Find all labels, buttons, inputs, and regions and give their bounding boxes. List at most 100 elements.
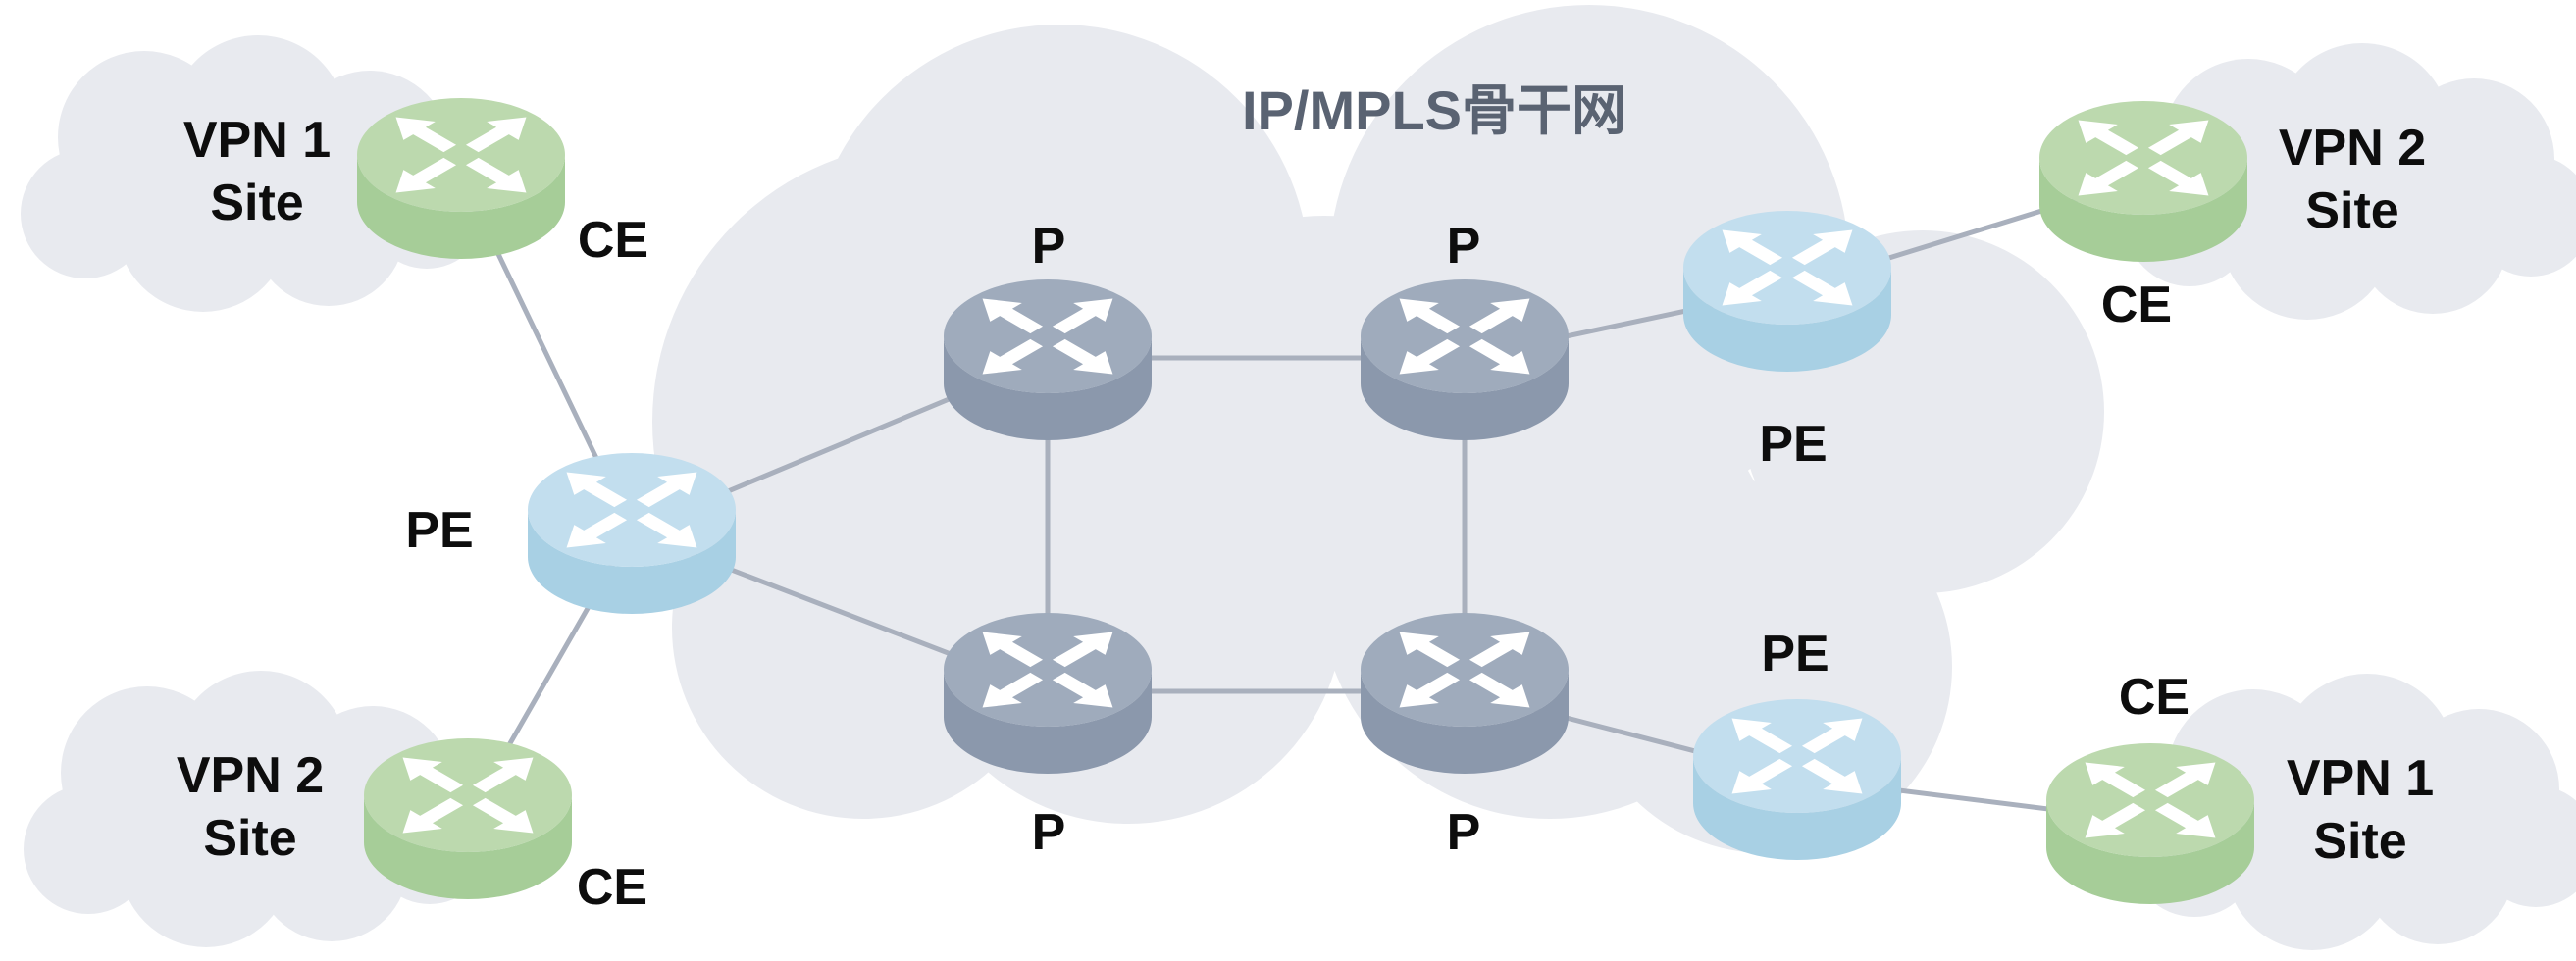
router-arrow xyxy=(1468,338,1530,375)
router-p-top-right xyxy=(1361,279,1569,440)
router-arrow xyxy=(636,472,697,508)
router-p-bottom-left xyxy=(944,613,1152,774)
label-p-top-left: P xyxy=(1032,218,1066,275)
router-arrow xyxy=(1399,298,1461,334)
router-pe-left xyxy=(528,453,736,614)
router-arrow xyxy=(2085,802,2146,838)
router-body xyxy=(1361,670,1569,774)
cloud-label-vpn2-site-top-right-line2: Site xyxy=(2305,182,2398,239)
router-arrow xyxy=(1722,229,1783,266)
router-arrows-icon xyxy=(402,757,534,834)
router-arrow xyxy=(1801,758,1863,794)
router-arrow xyxy=(1731,718,1793,754)
cloud-bump xyxy=(24,784,153,914)
router-top-face xyxy=(1683,211,1891,325)
router-arrows-icon xyxy=(982,298,1113,375)
cloud-label-vpn1-site-bottom-right-line2: Site xyxy=(2313,813,2406,870)
router-top-face xyxy=(528,453,736,567)
router-arrows-icon xyxy=(982,632,1113,708)
label-pe-left: PE xyxy=(405,502,473,559)
cloud-label-vpn2-site-bottom-left-line2: Site xyxy=(203,810,296,867)
label-pe-bottom-right: PE xyxy=(1761,626,1829,683)
router-ce-bottom-left xyxy=(364,738,572,899)
router-arrow xyxy=(2147,120,2209,156)
router-arrow xyxy=(1722,270,1783,306)
router-arrow xyxy=(395,157,457,193)
router-body xyxy=(1683,268,1891,372)
router-arrow xyxy=(472,797,534,834)
router-arrow xyxy=(465,117,527,153)
router-top-face xyxy=(1361,279,1569,393)
router-arrow xyxy=(1399,672,1461,708)
router-arrow xyxy=(2154,762,2216,798)
router-body xyxy=(364,795,572,899)
router-body xyxy=(944,336,1152,440)
router-arrow xyxy=(2078,120,2139,156)
cloud-vpn2-site-top-right xyxy=(2125,43,2576,320)
router-body xyxy=(1361,336,1569,440)
router-arrow xyxy=(2154,802,2216,838)
label-ce-bottom-left: CE xyxy=(577,859,647,916)
router-top-face xyxy=(2039,101,2247,215)
cloud-bump xyxy=(2356,161,2509,314)
router-arrow xyxy=(982,672,1044,708)
label-p-bottom-right: P xyxy=(1447,804,1481,861)
router-arrow xyxy=(636,512,697,548)
cloud-bump xyxy=(2361,791,2514,944)
router-body xyxy=(2039,158,2247,262)
router-arrow xyxy=(1468,672,1530,708)
router-arrow xyxy=(465,157,527,193)
router-arrow xyxy=(395,117,457,153)
cloud-label-vpn1-site-bottom-right-line1: VPN 1 xyxy=(2287,750,2434,807)
router-body xyxy=(528,510,736,614)
router-arrows-icon xyxy=(1399,298,1530,375)
router-arrow xyxy=(402,757,464,793)
label-ce-bottom-right: CE xyxy=(2119,669,2190,726)
router-arrows-icon xyxy=(566,472,697,548)
router-body xyxy=(2046,800,2254,904)
router-arrow xyxy=(1052,298,1113,334)
router-arrow xyxy=(2085,762,2146,798)
backbone-title: IP/MPLS骨干网 xyxy=(1242,79,1626,141)
router-top-face xyxy=(357,98,565,212)
router-arrows-icon xyxy=(1399,632,1530,708)
router-arrow xyxy=(1731,758,1793,794)
label-pe-top-right: PE xyxy=(1759,416,1827,473)
router-arrow xyxy=(982,338,1044,375)
cloud-bump xyxy=(21,149,150,278)
router-arrow xyxy=(472,757,534,793)
router-ce-top-left xyxy=(357,98,565,259)
cloud-bump xyxy=(2226,778,2398,950)
router-top-face xyxy=(364,738,572,852)
router-pe-bottom-right xyxy=(1693,699,1901,860)
router-arrows-icon xyxy=(1731,718,1863,794)
router-ce-top-right xyxy=(2039,101,2247,262)
routers-layer xyxy=(357,98,2254,904)
router-arrow xyxy=(1399,338,1461,375)
router-arrows-icon xyxy=(2085,762,2216,838)
router-body xyxy=(1693,756,1901,860)
router-arrow xyxy=(1801,718,1863,754)
router-arrow xyxy=(1791,229,1853,266)
router-p-bottom-right xyxy=(1361,613,1569,774)
router-top-face xyxy=(1361,613,1569,727)
router-p-top-left xyxy=(944,279,1152,440)
router-top-face xyxy=(944,613,1152,727)
label-p-top-right: P xyxy=(1447,218,1481,275)
router-arrows-icon xyxy=(395,117,527,193)
router-arrow xyxy=(1052,632,1113,668)
cloud-bump xyxy=(2475,785,2576,907)
router-ce-bottom-right xyxy=(2046,743,2254,904)
router-arrow xyxy=(566,472,628,508)
router-arrow xyxy=(1052,672,1113,708)
cloud-label-vpn1-site-top-left-line2: Site xyxy=(210,175,303,231)
router-arrows-icon xyxy=(1722,229,1853,306)
router-arrow xyxy=(1399,632,1461,668)
cloud-label-vpn1-site-top-left-line1: VPN 1 xyxy=(183,112,331,169)
cloud-label-vpn2-site-bottom-left-line1: VPN 2 xyxy=(177,747,324,804)
router-pe-top-right xyxy=(1683,211,1891,372)
router-top-face xyxy=(1693,699,1901,813)
